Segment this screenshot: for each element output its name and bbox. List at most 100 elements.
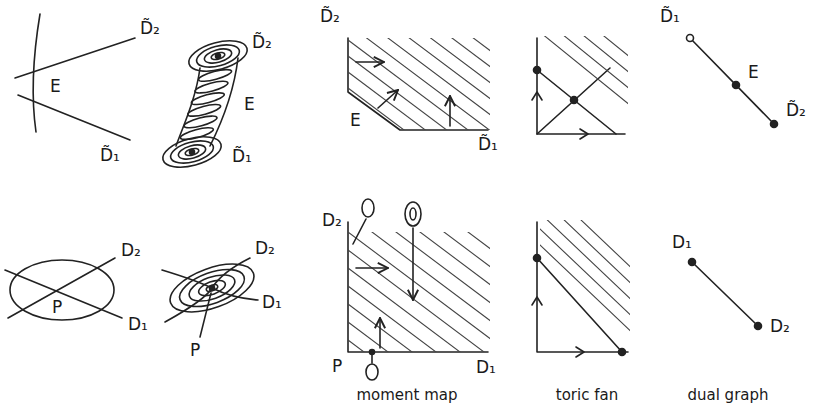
divisor-label: P bbox=[52, 297, 62, 317]
divisor-label: D̃₂ bbox=[140, 18, 160, 38]
level-ring bbox=[194, 41, 242, 72]
divisor-curve bbox=[5, 270, 122, 318]
hatch-line bbox=[340, 82, 500, 202]
orbit-circle bbox=[362, 199, 374, 217]
hatching bbox=[348, 232, 490, 352]
hatch-line bbox=[340, 114, 500, 234]
hatch-line bbox=[340, 0, 500, 74]
hatch-line bbox=[348, 244, 490, 352]
hatch-line bbox=[540, 36, 628, 65]
fan-axes bbox=[537, 38, 625, 134]
hatch-line bbox=[348, 280, 490, 352]
hatch-line bbox=[348, 232, 490, 256]
hatch-line bbox=[540, 220, 630, 308]
graph-vertex bbox=[733, 82, 740, 89]
hatch-line bbox=[540, 220, 630, 324]
divisor-label: D̃₁ bbox=[660, 6, 680, 26]
leader-line bbox=[371, 355, 373, 363]
hatch-line bbox=[340, 0, 500, 106]
divisor-label: D₂ bbox=[770, 316, 790, 336]
level-ring bbox=[177, 142, 207, 161]
divisor-label: E bbox=[748, 62, 759, 82]
divisor-label: D̃₁ bbox=[478, 134, 498, 154]
hatching bbox=[340, 0, 500, 250]
divisor-label: D̃₂ bbox=[320, 6, 340, 26]
leader-line bbox=[353, 219, 366, 244]
hatch-line bbox=[340, 2, 500, 122]
hatch-line bbox=[540, 36, 628, 113]
neck-rings bbox=[179, 67, 232, 142]
axis-arrow bbox=[532, 297, 542, 305]
fan-dot bbox=[571, 97, 578, 104]
drawing bbox=[5, 0, 778, 407]
divisor-label: D₂ bbox=[322, 210, 342, 230]
graph-edge bbox=[690, 38, 774, 124]
axis-arrow bbox=[580, 129, 588, 139]
divisor-label: D₂ bbox=[255, 238, 275, 258]
level-ring bbox=[203, 46, 233, 65]
orbit-circle bbox=[405, 202, 421, 226]
arrow bbox=[449, 96, 451, 126]
neck-ring bbox=[179, 125, 214, 142]
graph-edge bbox=[692, 262, 758, 326]
arrow bbox=[379, 318, 381, 348]
fixed-point bbox=[216, 54, 221, 59]
level-ring bbox=[210, 51, 225, 61]
fan-dot bbox=[534, 255, 541, 262]
divisor-label: D̃₁ bbox=[232, 146, 252, 166]
hatch-line bbox=[540, 36, 628, 81]
fan-ray bbox=[537, 68, 610, 134]
graph-vertex bbox=[687, 35, 694, 42]
hatch-line bbox=[540, 220, 630, 292]
divisor-label: D₁ bbox=[128, 314, 148, 334]
fixed-point bbox=[190, 150, 195, 155]
hatch-line bbox=[540, 220, 630, 276]
panel-caption: moment map bbox=[356, 386, 457, 404]
hatch-line bbox=[348, 334, 490, 352]
moment-axes bbox=[348, 222, 488, 352]
hatch-line bbox=[340, 66, 500, 186]
hatch-line bbox=[340, 34, 500, 154]
level-ring bbox=[168, 137, 216, 168]
fan-dot bbox=[534, 67, 541, 74]
divisor-label: E bbox=[350, 110, 361, 130]
fan-dot bbox=[619, 349, 626, 356]
hatch-line bbox=[340, 50, 500, 170]
graph-vertex bbox=[689, 259, 696, 266]
divisor-label: P bbox=[332, 356, 342, 376]
arrow bbox=[356, 267, 388, 269]
hatch-line bbox=[348, 298, 490, 352]
graph-vertex bbox=[771, 121, 778, 128]
neighbourhood-ellipse bbox=[10, 260, 114, 320]
divisor-label: D₂ bbox=[121, 240, 141, 260]
level-ring bbox=[184, 147, 199, 157]
divisor-label: D₁ bbox=[262, 292, 282, 312]
fan-axes bbox=[537, 222, 628, 352]
divisor-curve bbox=[165, 258, 250, 322]
axis-arrow bbox=[576, 347, 584, 357]
exceptional-curve bbox=[33, 14, 40, 132]
hatch-line bbox=[348, 232, 490, 346]
hatch-line bbox=[348, 316, 490, 352]
hatch-line bbox=[340, 0, 500, 90]
orbit-circle bbox=[366, 364, 378, 380]
hatch-line bbox=[348, 232, 490, 310]
hatch-line bbox=[348, 232, 490, 292]
fan-line bbox=[537, 70, 616, 134]
axis-arrow bbox=[532, 92, 542, 100]
hatch-line bbox=[340, 0, 500, 10]
arrow bbox=[378, 90, 398, 108]
panel-caption: toric fan bbox=[556, 386, 618, 404]
hatch-line bbox=[340, 0, 500, 42]
point-dot bbox=[370, 350, 375, 355]
leader-line bbox=[200, 293, 211, 337]
divisor-label: D₁ bbox=[476, 357, 496, 377]
divisor-label: E bbox=[244, 94, 255, 114]
divisor-label: D₁ bbox=[672, 232, 692, 252]
hatching bbox=[540, 220, 630, 340]
divisor-label: D̃₂ bbox=[252, 32, 272, 52]
neck-side bbox=[210, 58, 238, 146]
hatch-line bbox=[348, 232, 490, 328]
